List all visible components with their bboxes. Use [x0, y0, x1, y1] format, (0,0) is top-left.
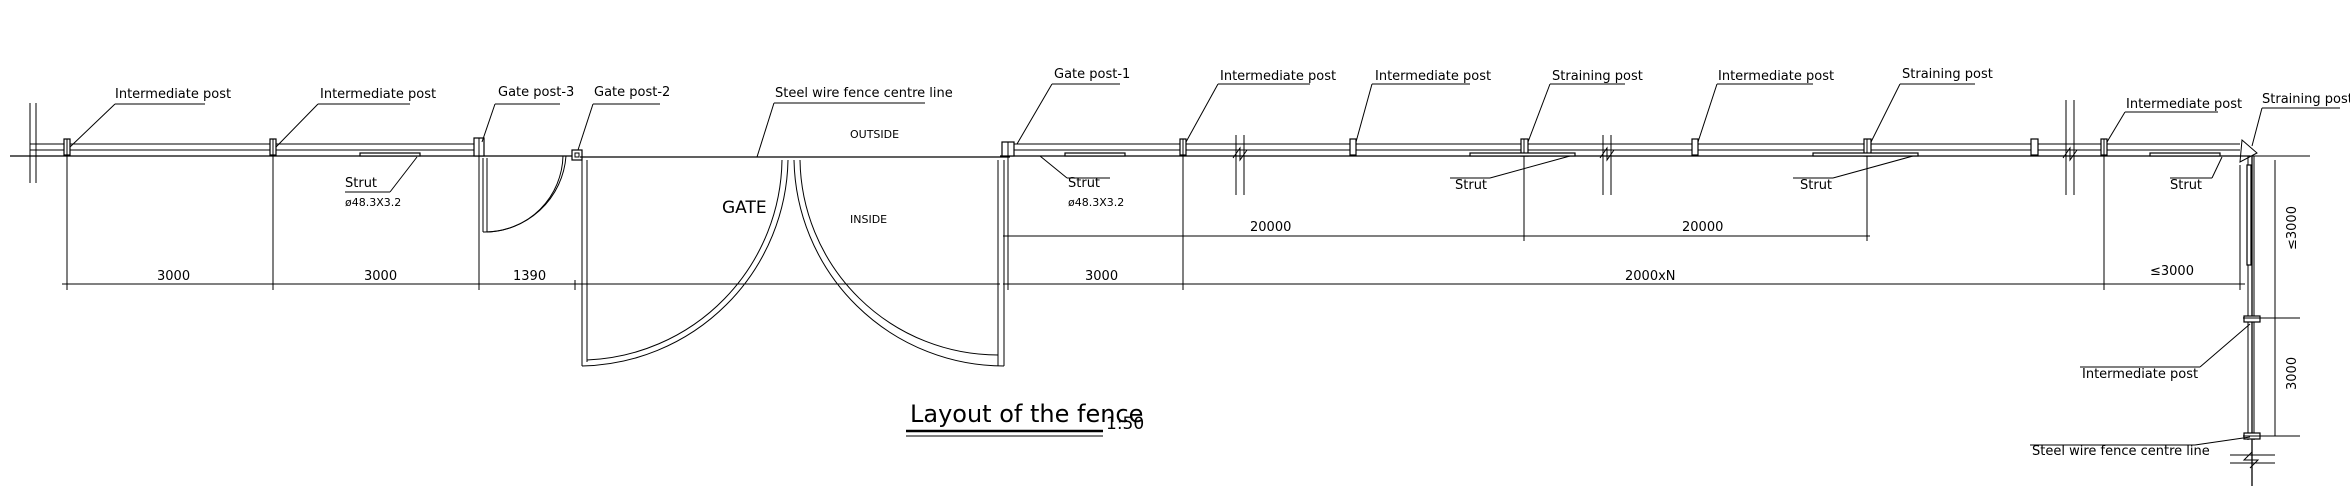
label-intermediate-post: Intermediate post: [115, 87, 231, 102]
label-intermediate-post: Intermediate post: [2082, 367, 2198, 382]
label-straining-post: Straining post: [1552, 69, 1643, 84]
left-fence-run: [10, 103, 580, 290]
right-fence-run: [1000, 100, 2310, 486]
dim-3000: 3000: [157, 269, 190, 284]
label-outside: OUTSIDE: [850, 128, 899, 141]
strut: [2246, 164, 2252, 266]
label-intermediate-post: Intermediate post: [1220, 69, 1336, 84]
gate-post-2: [571, 149, 583, 161]
label-gate-post-3: Gate post-3: [498, 85, 574, 100]
drawing-title: Layout of the fence: [910, 400, 1143, 428]
dim-3000: 3000: [364, 269, 397, 284]
intermediate-post: [1349, 138, 1357, 156]
strut: [2149, 152, 2221, 157]
label-strut: Strut: [1800, 178, 1832, 193]
left-leaders: [69, 103, 660, 193]
post: [2030, 138, 2039, 156]
drawing-scale: 1:50: [1106, 414, 1144, 434]
strut: [1064, 152, 1126, 157]
label-gate-post-2: Gate post-2: [594, 85, 670, 100]
strut: [1812, 152, 1919, 157]
gate-area: [571, 102, 1010, 367]
dim-3000: 3000: [1085, 269, 1118, 284]
dim-20000: 20000: [1250, 220, 1291, 235]
label-intermediate-post: Intermediate post: [1375, 69, 1491, 84]
label-strut-spec: ø48.3X3.2: [1068, 196, 1124, 209]
label-inside: INSIDE: [850, 213, 887, 226]
right-leaders: [1016, 83, 2340, 446]
intermediate-post: [1691, 138, 1699, 156]
dim-20000: 20000: [1682, 220, 1723, 235]
label-straining-post: Straining post: [2262, 92, 2350, 107]
label-gate: GATE: [722, 198, 767, 218]
label-gate-post-1: Gate post-1: [1054, 67, 1130, 82]
label-strut: Strut: [1455, 178, 1487, 193]
dim-2000xN: 2000xN: [1625, 269, 1676, 284]
label-steel-wire-centre-line: Steel wire fence centre line: [775, 86, 953, 101]
dimension-lines: [62, 160, 2282, 437]
label-intermediate-post: Intermediate post: [1718, 69, 1834, 84]
dim-3000-vertical: 3000: [2285, 357, 2300, 390]
label-strut-spec: ø48.3X3.2: [345, 196, 401, 209]
intermediate-post: [2243, 315, 2261, 323]
label-strut: Strut: [1068, 176, 1100, 191]
label-strut: Strut: [2170, 178, 2202, 193]
label-intermediate-post: Intermediate post: [320, 87, 436, 102]
strut: [359, 152, 421, 157]
strut: [1469, 152, 1576, 157]
dim-le3000-vertical: ≤3000: [2285, 206, 2300, 250]
label-strut: Strut: [345, 176, 377, 191]
dim-le3000: ≤3000: [2150, 264, 2194, 279]
dim-1390: 1390: [513, 269, 546, 284]
label-steel-wire-centre-line: Steel wire fence centre line: [2032, 444, 2210, 459]
label-intermediate-post: Intermediate post: [2126, 97, 2242, 112]
label-straining-post: Straining post: [1902, 67, 1993, 82]
